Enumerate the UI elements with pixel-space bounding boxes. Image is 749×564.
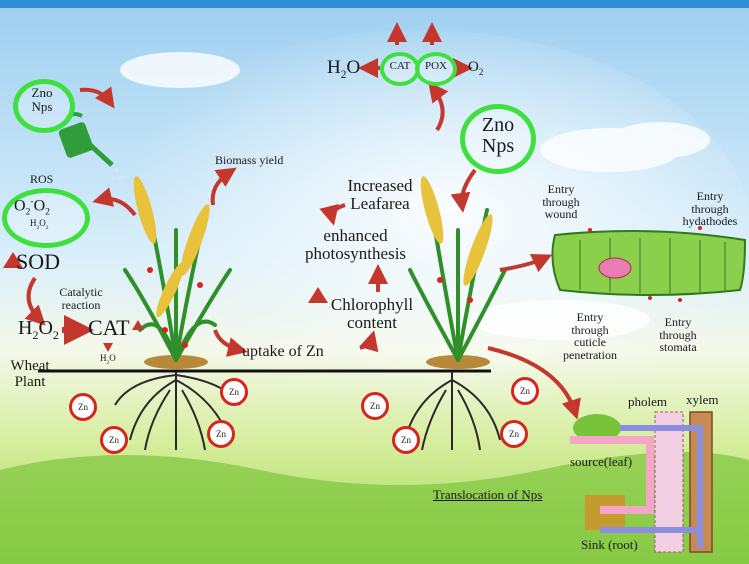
ros-label: ROS xyxy=(30,172,54,186)
uptake-zn-label: uptake of Zn xyxy=(242,343,324,360)
arrow-plant-to-ros xyxy=(92,187,137,217)
sod-label: SOD xyxy=(16,249,61,274)
arrow-root-to-translocation xyxy=(487,346,581,420)
top-h2o-label: H2O xyxy=(327,57,361,81)
top-pox-label: POX xyxy=(424,60,447,72)
arrow-sod-to-catalytic xyxy=(24,276,46,326)
xylem-label: xylem xyxy=(686,392,719,407)
top-blue-band xyxy=(0,0,749,8)
zn-particle: Zn xyxy=(392,426,420,454)
ros-ring xyxy=(2,188,90,248)
ros-h2o2-label: H2O2 xyxy=(30,218,49,231)
ros-o2-label: O2-O2 xyxy=(14,196,50,218)
arrow-zno-to-can xyxy=(79,86,115,109)
arrow-to-biomass xyxy=(210,167,237,206)
zn-particle: Zn xyxy=(69,393,97,421)
top-o2-label: O2 xyxy=(468,59,484,77)
zn-particle: Zn xyxy=(100,426,128,454)
source-leaf-label: source(leaf) xyxy=(570,454,633,469)
right-wheat-plant xyxy=(408,176,507,369)
arrow-plant-to-leaf xyxy=(499,254,553,273)
sink-root-label: Sink (root) xyxy=(581,537,638,552)
zno-ring-left xyxy=(13,79,75,133)
right-roots xyxy=(404,372,501,451)
arrow-zno-to-cat-pox xyxy=(428,81,449,132)
flow-arrows xyxy=(24,22,581,420)
h2o2-label: H2O2 xyxy=(18,317,59,342)
h2o-small-label: H2O xyxy=(100,353,116,366)
zn-particle: Zn xyxy=(220,378,248,406)
zn-particle: Zn xyxy=(500,420,528,448)
top-cat-label: CAT xyxy=(389,60,411,72)
zn-particle: Zn xyxy=(361,392,389,420)
arrow-to-uptake xyxy=(213,329,248,357)
translocation-label: Translocation of Nps xyxy=(433,487,543,502)
cat-left-label: CAT xyxy=(88,315,130,340)
arrow-leafarea-to-photosynthesis xyxy=(319,203,346,226)
zn-particle: Zn xyxy=(511,377,539,405)
grass xyxy=(0,452,749,564)
leaf-cross-section xyxy=(551,226,747,302)
zno-ring-right xyxy=(460,104,536,174)
small-arrows xyxy=(3,252,328,352)
arrow-uptake-to-chlorophyll xyxy=(359,330,379,353)
phloem-label: pholem xyxy=(628,394,667,409)
translocation-diagram xyxy=(570,411,713,553)
biomass-yield-label: Biomass yield xyxy=(215,153,284,167)
arrow-zno-to-plant xyxy=(450,168,477,213)
pox-ring xyxy=(415,52,457,86)
zn-particle: Zn xyxy=(207,420,235,448)
clouds xyxy=(120,52,710,340)
left-wheat-plant xyxy=(123,176,232,369)
